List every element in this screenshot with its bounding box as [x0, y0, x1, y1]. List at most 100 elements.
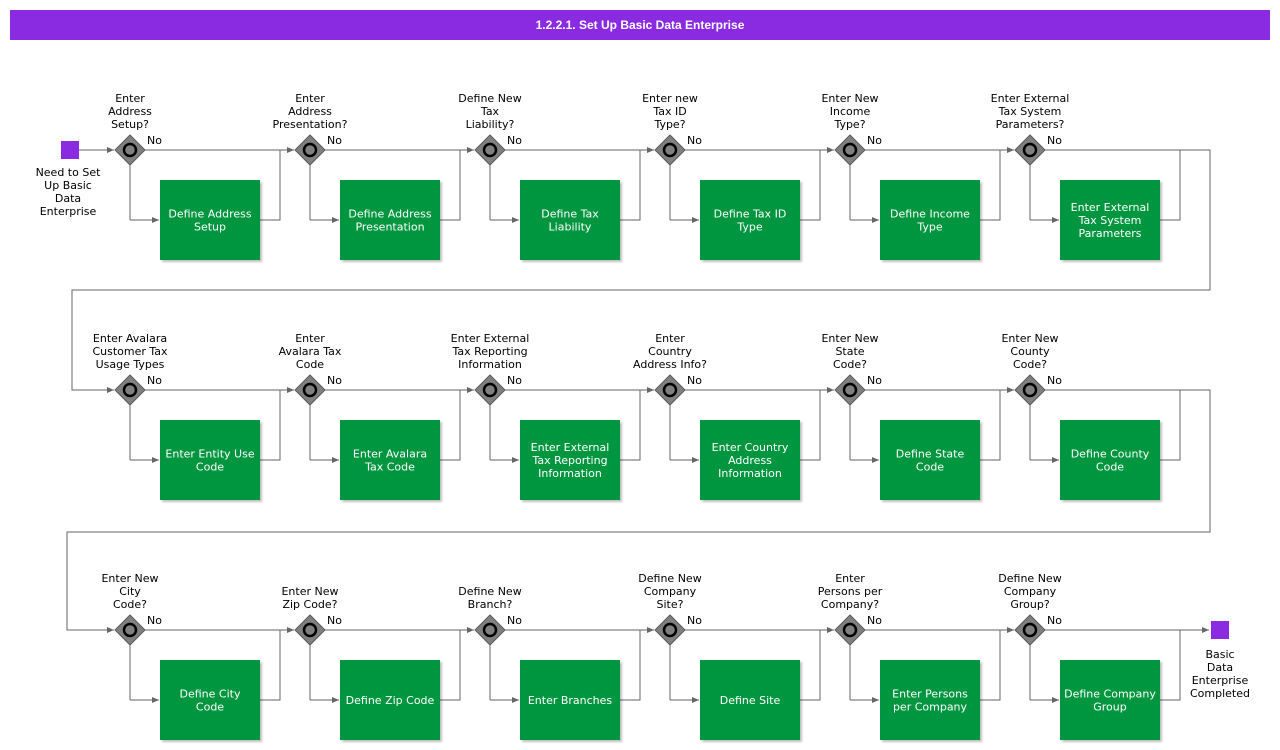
no-label: No: [867, 374, 882, 387]
gateway-circle-icon: [482, 142, 498, 158]
gateway-0-5[interactable]: [1014, 134, 1046, 166]
gateway-question-line: Address: [288, 105, 332, 118]
task-return-flow: [800, 630, 821, 701]
gateway-question-line: Code?: [113, 598, 147, 611]
gateway-circle-icon: [842, 382, 858, 398]
gateway-diamond: [474, 374, 506, 406]
gateway-circle-icon: [842, 622, 858, 638]
gateway-circle-icon: [662, 622, 678, 638]
gateway-2-4[interactable]: [834, 614, 866, 646]
gateway-2-0[interactable]: [114, 614, 146, 646]
gateway-circle-icon: [122, 142, 138, 158]
gateway-1-1[interactable]: [294, 374, 326, 406]
no-label: No: [867, 134, 882, 147]
gateway-question-line: Customer Tax: [92, 345, 168, 358]
gateway-1-3[interactable]: [654, 374, 686, 406]
task-box: [340, 180, 440, 260]
no-label: No: [507, 614, 522, 627]
gateway-question-line: Tax System: [998, 105, 1062, 118]
gateway-0-4[interactable]: [834, 134, 866, 166]
task-box: [160, 180, 260, 260]
gateway-0-3[interactable]: [654, 134, 686, 166]
gateway-1-5[interactable]: [1014, 374, 1046, 406]
gateway-2-1[interactable]: [294, 614, 326, 646]
task-2-1[interactable]: Define Zip Code: [340, 660, 440, 740]
gateway-2-2[interactable]: [474, 614, 506, 646]
row-wrap-flow: [66, 389, 1211, 633]
gateway-diamond: [1014, 374, 1046, 406]
task-label-line: Define Tax ID: [714, 208, 787, 221]
gateway-question-line: Avalara Tax: [279, 345, 342, 358]
task-return-flow: [980, 150, 1001, 221]
gateway-diamond: [294, 374, 326, 406]
no-label: No: [327, 134, 342, 147]
gateway-question-line: City: [119, 585, 141, 598]
task-label-line: Information: [538, 467, 602, 480]
gateway-question-line: Parameters?: [996, 118, 1065, 131]
task-box: [160, 660, 260, 740]
gateway-2-3[interactable]: [654, 614, 686, 646]
task-return-flow: [800, 390, 821, 461]
gateway-question-line: Enter External: [991, 92, 1070, 105]
no-label: No: [1047, 134, 1062, 147]
task-box: [700, 660, 800, 740]
gateway-diamond: [114, 614, 146, 646]
task-label-line: Define Address: [168, 208, 251, 221]
task-box: [700, 180, 800, 260]
task-label-line: Parameters: [1079, 227, 1142, 240]
gateway-1-0[interactable]: [114, 374, 146, 406]
gateway-0-0[interactable]: [114, 134, 146, 166]
gateway-diamond: [114, 374, 146, 406]
gateway-0-2[interactable]: [474, 134, 506, 166]
gateway-diamond: [114, 134, 146, 166]
task-2-3[interactable]: Define Site: [700, 660, 800, 740]
gateway-0-1[interactable]: [294, 134, 326, 166]
task-box: [340, 660, 440, 740]
gateway-question-line: State: [835, 345, 864, 358]
gateway-question-line: Enter: [835, 572, 865, 585]
gateway-1-4[interactable]: [834, 374, 866, 406]
gateway-diamond: [654, 374, 686, 406]
gateway-question-line: Type?: [833, 118, 865, 131]
gateway-2-5[interactable]: [1014, 614, 1046, 646]
task-return-flow: [1160, 150, 1181, 221]
gateway-question-line: Enter new: [642, 92, 698, 105]
start-event-label-line: Data: [55, 192, 81, 205]
gateway-question-line: Address Info?: [633, 358, 707, 371]
gateway-1-2[interactable]: [474, 374, 506, 406]
task-box: [880, 180, 980, 260]
task-2-2[interactable]: Enter Branches: [520, 660, 620, 740]
task-label-line: Address: [728, 454, 772, 467]
gateway-question-line: Address: [108, 105, 152, 118]
